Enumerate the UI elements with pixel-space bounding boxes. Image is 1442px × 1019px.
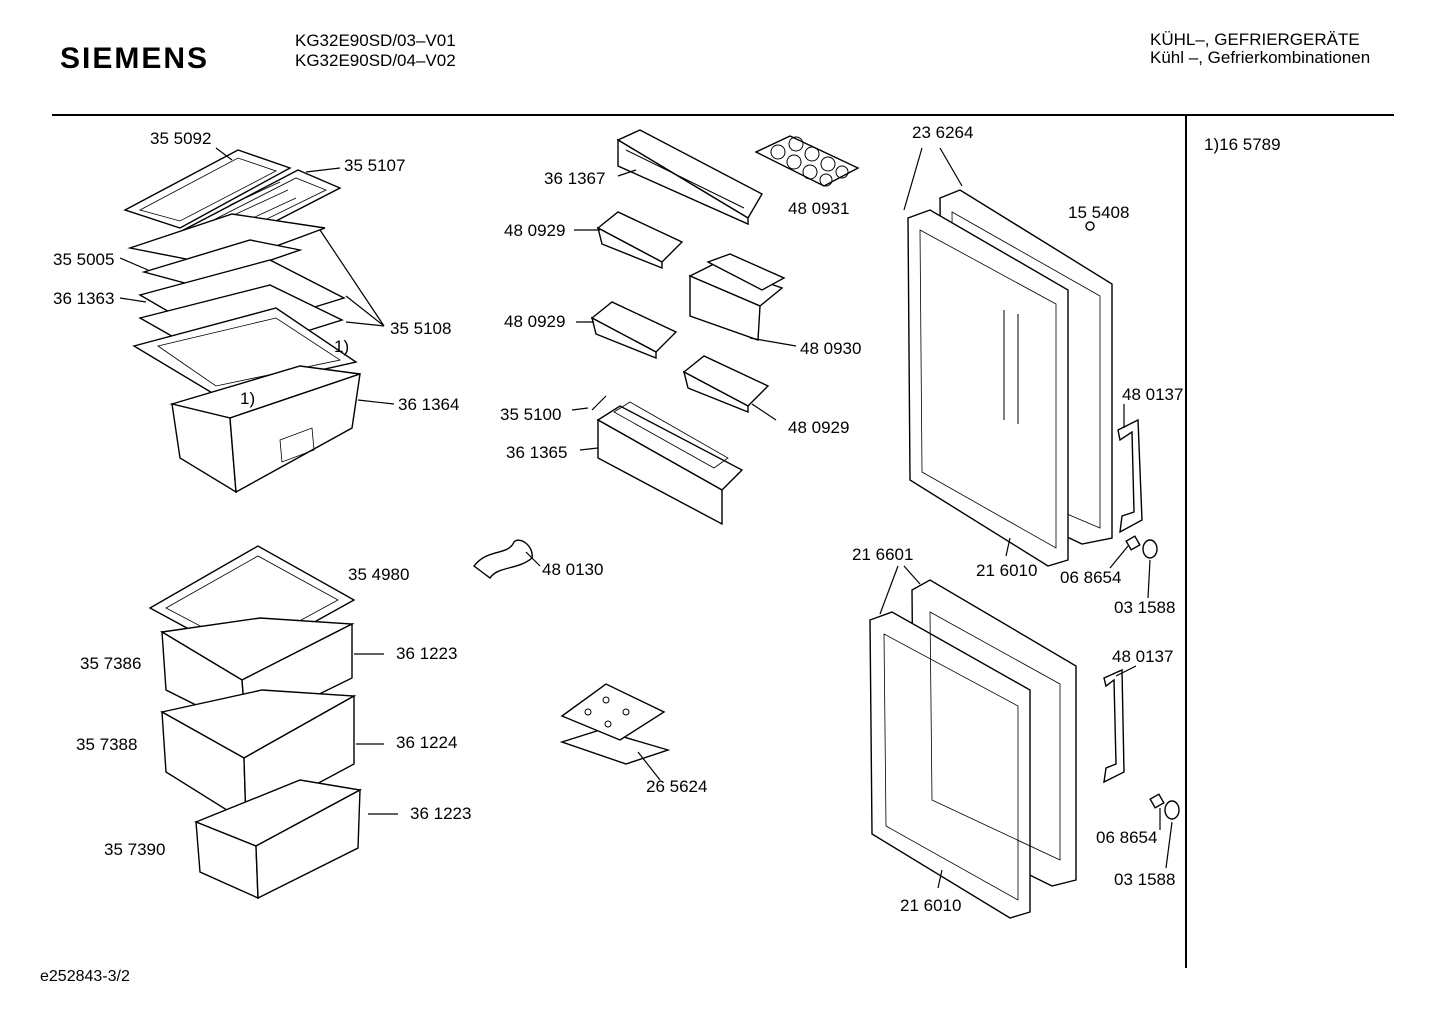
part-label: 48 0929 — [504, 312, 565, 331]
part-label: 48 0130 — [542, 560, 603, 579]
glass-shelves-stack — [127, 213, 358, 395]
part-label: 03 1588 — [1114, 870, 1175, 889]
notes-divider — [1185, 116, 1187, 968]
part-label: 35 5092 — [150, 129, 211, 148]
model-number-2: KG32E90SD/04–V02 — [295, 51, 456, 70]
door-rack-with-lid — [591, 395, 744, 526]
part-label: 21 6010 — [976, 561, 1037, 580]
door-rack-small-2 — [590, 301, 678, 360]
part-label: 48 0931 — [788, 199, 849, 218]
part-label: 06 8654 — [1060, 568, 1121, 587]
brand-logo: SIEMENS — [60, 42, 210, 75]
footnote: 1)16 5789 — [1204, 135, 1281, 154]
model-number-1: KG32E90SD/03–V01 — [295, 31, 456, 50]
part-label: 21 6601 — [852, 545, 913, 564]
part-label: 36 1363 — [53, 289, 114, 308]
part-label: 15 5408 — [1068, 203, 1129, 222]
callout-marker: 1) — [334, 337, 349, 356]
part-label: 35 5108 — [390, 319, 451, 338]
part-label: 35 4980 — [348, 565, 409, 584]
door-rack-large — [616, 129, 763, 226]
crisper-drawer — [169, 365, 361, 494]
part-labels: 35 5092 35 5107 35 5005 36 1363 35 5108 … — [53, 123, 1183, 915]
fridge-handle — [1117, 418, 1143, 534]
part-label: 48 0137 — [1112, 647, 1173, 666]
part-label: 35 5107 — [344, 156, 405, 175]
part-label: 48 0930 — [800, 339, 861, 358]
part-label: 36 1224 — [396, 733, 457, 752]
door-rack-small-1 — [596, 211, 684, 270]
door-rack-small-3 — [682, 355, 770, 414]
part-label: 36 1364 — [398, 395, 459, 414]
freezer-drawer-3 — [194, 779, 363, 900]
part-label: 21 6010 — [900, 896, 961, 915]
freezer-door — [869, 579, 1077, 919]
fridge-door — [907, 189, 1113, 567]
header-divider — [52, 114, 1394, 116]
part-label: 48 0929 — [788, 418, 849, 437]
freezer-drawer-2 — [160, 689, 357, 824]
part-label: 23 6264 — [912, 123, 973, 142]
part-label: 35 5100 — [500, 405, 561, 424]
drawing-number: e252843-3/2 — [40, 968, 130, 985]
door-rack-tall — [688, 253, 786, 341]
category-subtitle: Kühl –, Gefrierkombinationen — [1150, 48, 1371, 67]
bottle-holder — [473, 539, 533, 580]
freezer-handle — [1103, 668, 1125, 784]
part-label: 35 7388 — [76, 735, 137, 754]
part-label: 35 7386 — [80, 654, 141, 673]
part-label: 48 0137 — [1122, 385, 1183, 404]
part-label: 36 1223 — [410, 804, 471, 823]
part-label: 48 0929 — [504, 221, 565, 240]
part-label: 26 5624 — [646, 777, 707, 796]
part-label: 35 5005 — [53, 250, 114, 269]
part-label: 36 1365 — [506, 443, 567, 462]
egg-tray — [754, 135, 860, 187]
part-label: 36 1223 — [396, 644, 457, 663]
part-label: 06 8654 — [1096, 828, 1157, 847]
leader-lines — [119, 147, 1173, 889]
cold-packs — [559, 683, 671, 765]
part-label: 03 1588 — [1114, 598, 1175, 617]
category-title: KÜHL–, GEFRIERGERÄTE — [1150, 30, 1360, 49]
part-label: 35 7390 — [104, 840, 165, 859]
part-label: 36 1367 — [544, 169, 605, 188]
screw-and-cap-2 — [1149, 793, 1180, 820]
callout-marker: 1) — [240, 389, 255, 408]
screw-and-cap-1 — [1085, 221, 1158, 559]
